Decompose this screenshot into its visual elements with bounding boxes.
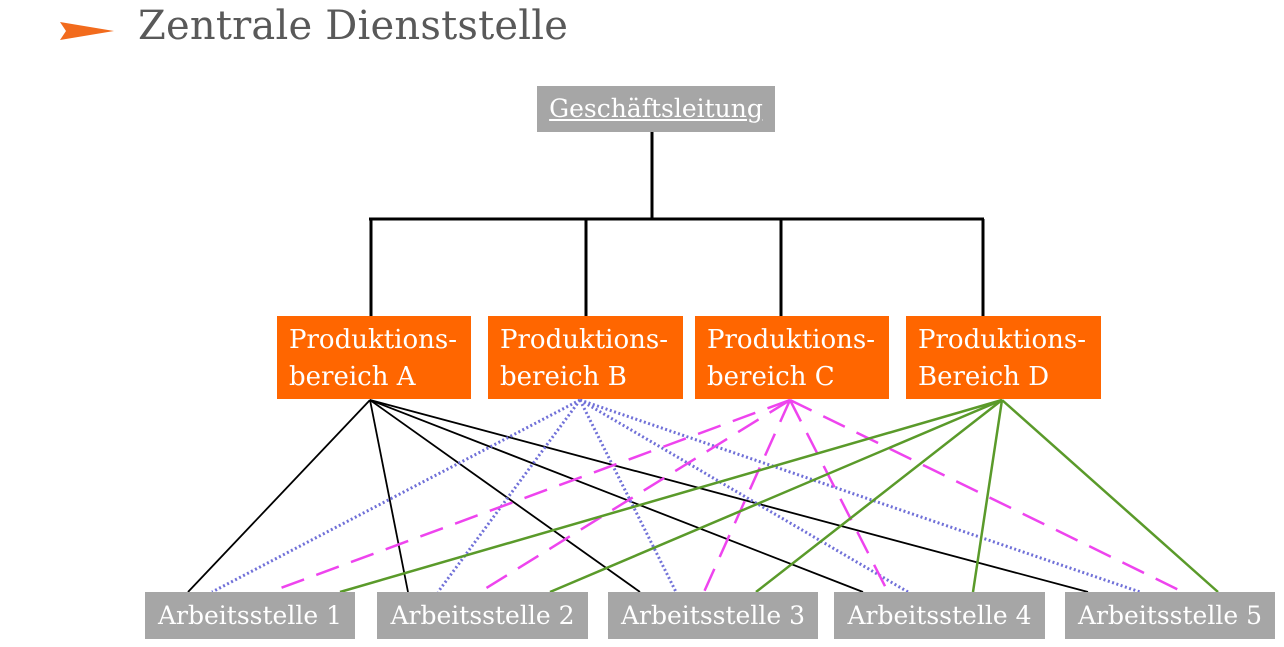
- bereich-c-line1: Produktions-: [707, 325, 876, 355]
- bereich-b-line1: Produktions-: [500, 325, 669, 355]
- link-c-to-arbeitsstelle-4: [788, 399, 890, 593]
- link-a-to-arbeitsstelle-3: [369, 399, 641, 593]
- produktionsbereich-a-box: Produktions- bereich A: [277, 316, 471, 399]
- slide-title-row: Zentrale Dienststelle: [0, 0, 1284, 60]
- link-a-to-arbeitsstelle-4: [369, 399, 864, 593]
- arbeitsstelle-5-label: Arbeitsstelle 5: [1078, 601, 1262, 630]
- bereich-c-line2: bereich C: [707, 362, 835, 392]
- links-bereich-c: [269, 398, 1184, 594]
- produktionsbereich-b-box: Produktions- bereich B: [488, 316, 683, 399]
- link-d-to-arbeitsstelle-4: [971, 399, 1004, 593]
- bereich-a-line2: bereich A: [289, 362, 416, 392]
- link-a-to-arbeitsstelle-5: [369, 399, 1089, 593]
- arbeitsstelle-4-box: Arbeitsstelle 4: [834, 592, 1045, 639]
- arbeitsstelle-2-label: Arbeitsstelle 2: [390, 601, 575, 630]
- links-bereich-a: [187, 399, 1089, 593]
- arrow-bullet-icon: [60, 22, 114, 40]
- bereich-b-line2: bereich B: [500, 362, 627, 392]
- arbeitsstelle-3-label: Arbeitsstelle 3: [621, 601, 805, 630]
- bereich-d-line1: Produktions-: [918, 325, 1087, 355]
- arbeitsstelle-1-label: Arbeitsstelle 1: [158, 601, 342, 630]
- link-d-to-arbeitsstelle-1: [339, 398, 1003, 594]
- geschaeftsleitung-box: Geschäftsleitung: [537, 86, 775, 132]
- link-b-to-arbeitsstelle-1: [211, 398, 581, 594]
- geschaeftsleitung-label: Geschäftsleitung: [549, 94, 763, 123]
- arbeitsstelle-2-box: Arbeitsstelle 2: [377, 592, 588, 639]
- produktionsbereich-d-box: Produktions- Bereich D: [906, 316, 1101, 399]
- bereich-a-line1: Produktions-: [289, 325, 458, 355]
- link-c-to-arbeitsstelle-1: [269, 398, 791, 594]
- link-b-to-arbeitsstelle-4: [579, 398, 909, 594]
- page-title: Zentrale Dienststelle: [138, 3, 569, 49]
- arbeitsstelle-3-box: Arbeitsstelle 3: [608, 592, 818, 639]
- bereich-d-line2: Bereich D: [918, 362, 1050, 392]
- link-d-to-arbeitsstelle-3: [755, 399, 1003, 593]
- links-bereich-b: [211, 398, 1141, 594]
- link-c-to-arbeitsstelle-2: [479, 398, 791, 594]
- link-a-to-arbeitsstelle-2: [369, 399, 409, 593]
- link-d-to-arbeitsstelle-5: [1001, 399, 1219, 593]
- link-a-to-arbeitsstelle-1: [187, 399, 371, 593]
- produktionsbereich-c-box: Produktions- bereich C: [695, 316, 889, 399]
- arbeitsstelle-1-box: Arbeitsstelle 1: [145, 592, 355, 639]
- arbeitsstelle-4-label: Arbeitsstelle 4: [847, 601, 1032, 630]
- link-b-to-arbeitsstelle-2: [436, 399, 582, 593]
- links-bereich-d: [339, 398, 1219, 594]
- arbeitsstelle-5-box: Arbeitsstelle 5: [1065, 592, 1275, 639]
- link-d-to-arbeitsstelle-2: [549, 398, 1003, 594]
